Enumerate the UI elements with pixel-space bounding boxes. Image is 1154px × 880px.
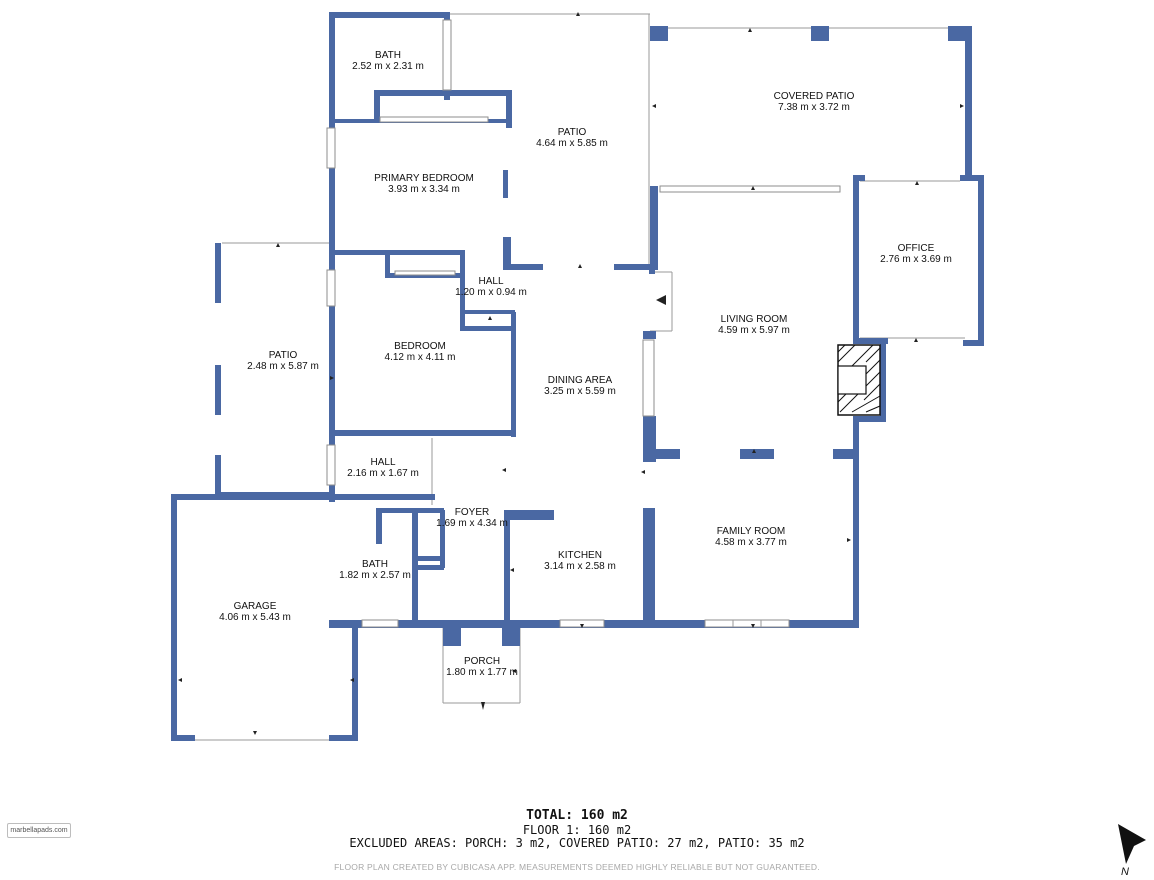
- room-dims: 2.48 m x 5.87 m: [247, 361, 319, 372]
- fireplace-icon: [837, 344, 881, 416]
- room-name: FOYER: [455, 507, 489, 518]
- room-name: DINING AREA: [548, 375, 613, 386]
- room-dims: 3.93 m x 3.34 m: [388, 184, 460, 195]
- opening-markers: [178, 12, 964, 735]
- excluded-areas: EXCLUDED AREAS: PORCH: 3 m2, COVERED PAT…: [349, 836, 805, 850]
- room-name: HALL: [478, 276, 503, 287]
- room-name: BATH: [362, 559, 388, 570]
- room-dims: 1.82 m x 2.57 m: [339, 570, 411, 581]
- room-name: GARAGE: [234, 601, 277, 612]
- room-name: PATIO: [558, 127, 587, 138]
- room-dims: 7.38 m x 3.72 m: [778, 102, 850, 113]
- room-name: FAMILY ROOM: [717, 526, 786, 537]
- room-name: KITCHEN: [558, 550, 602, 561]
- room-dims: 4.59 m x 5.97 m: [718, 325, 790, 336]
- room-dims: 1.20 m x 0.94 m: [455, 287, 527, 298]
- room-name: PORCH: [464, 656, 500, 667]
- north-arrow-icon: N: [1118, 824, 1146, 878]
- room-dims: 1.80 m x 1.77 m: [446, 667, 518, 678]
- room-dims: 2.16 m x 1.67 m: [347, 468, 419, 479]
- floor-area: FLOOR 1: 160 m2: [522, 823, 632, 837]
- total-area: TOTAL: 160 m2: [526, 808, 628, 823]
- room-labels: BATH 2.52 m x 2.31 m PATIO 4.64 m x 5.85…: [219, 50, 952, 678]
- room-dims: 4.58 m x 3.77 m: [715, 537, 787, 548]
- room-dims: 2.76 m x 3.69 m: [880, 254, 952, 265]
- room-name: BEDROOM: [394, 341, 446, 352]
- room-name: PATIO: [269, 350, 298, 361]
- disclaimer: FLOOR PLAN CREATED BY CUBICASA APP. MEAS…: [334, 862, 820, 872]
- room-dims: 1.69 m x 4.34 m: [436, 518, 508, 529]
- room-dims: 4.12 m x 4.11 m: [385, 352, 456, 363]
- room-dims: 3.14 m x 2.58 m: [544, 561, 616, 572]
- room-name: COVERED PATIO: [774, 91, 855, 102]
- compass-label: N: [1121, 866, 1129, 878]
- room-name: OFFICE: [898, 243, 935, 254]
- room-name: HALL: [370, 457, 395, 468]
- room-dims: 4.06 m x 5.43 m: [219, 612, 291, 623]
- room-name: PRIMARY BEDROOM: [374, 173, 474, 184]
- room-name: BATH: [375, 50, 401, 61]
- room-dims: 3.25 m x 5.59 m: [544, 386, 616, 397]
- room-dims: 4.64 m x 5.85 m: [536, 138, 608, 149]
- brand-logo: marbellapads.com: [7, 823, 71, 838]
- room-name: LIVING ROOM: [721, 314, 788, 325]
- windows: [326, 19, 841, 628]
- room-dims: 2.52 m x 2.31 m: [352, 61, 424, 72]
